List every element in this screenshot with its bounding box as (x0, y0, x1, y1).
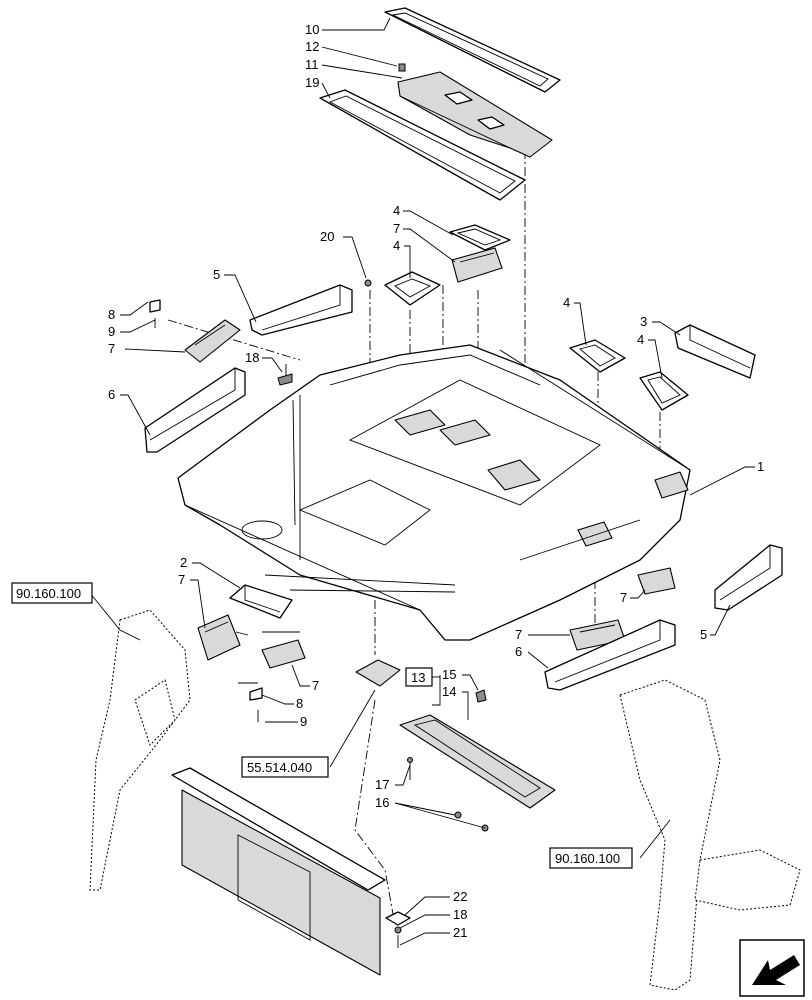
bolt-part-18b (394, 926, 402, 934)
bolt-part-18a (277, 364, 293, 386)
bolt-part-8a (149, 299, 161, 313)
panel-part-14 (399, 714, 556, 809)
callout-13-box: 13 (405, 667, 433, 687)
right-pillar-reference (619, 679, 801, 991)
callout-21: 21 (453, 925, 467, 940)
callout-9a: 9 (108, 324, 115, 339)
callout-9b: 9 (300, 714, 307, 729)
screw-part-17 (407, 757, 413, 780)
callout-16: 16 (375, 795, 389, 810)
callout-14: 14 (442, 684, 456, 699)
vent-part-7c (637, 567, 676, 595)
vent-ring-part-4a (449, 224, 511, 251)
reference-leaders (89, 592, 671, 859)
small-leaders (235, 631, 300, 684)
callout-8a: 8 (108, 307, 115, 322)
callout-6b: 6 (515, 644, 522, 659)
bolt-part-8b (249, 687, 263, 701)
nav-arrow-button[interactable] (739, 939, 805, 997)
callout-8b: 8 (296, 696, 303, 711)
callout-4d: 4 (637, 332, 644, 347)
callout-7f: 7 (515, 627, 522, 642)
headliner-part-1 (177, 344, 691, 641)
callout-4a: 4 (393, 203, 400, 218)
callout-6a: 6 (108, 387, 115, 402)
trim-part-6b (544, 619, 676, 691)
left-pillar-reference (89, 609, 191, 891)
callout-7c: 7 (178, 572, 185, 587)
callout-4b: 4 (393, 238, 400, 253)
vent-part-7b (184, 319, 241, 363)
vent-part-7e (197, 614, 241, 661)
callout-22: 22 (453, 889, 467, 904)
reference-left-label: 90.160.100 (16, 586, 81, 601)
seal-frame-part-10 (384, 7, 561, 93)
callout-15: 15 (442, 667, 456, 682)
callout-20: 20 (320, 229, 334, 244)
callout-3: 3 (640, 314, 647, 329)
trim-part-6a (144, 367, 246, 453)
gasket-part-19 (319, 89, 526, 201)
callout-5a: 5 (213, 267, 220, 282)
callout-12: 12 (305, 39, 319, 54)
callout-7a: 7 (393, 221, 400, 236)
connection-lines (264, 395, 456, 593)
reference-right[interactable]: 90.160.100 (549, 847, 633, 869)
callout-2: 2 (180, 555, 187, 570)
callout-7d: 7 (312, 678, 319, 693)
callout-11: 11 (305, 57, 319, 72)
callout-7e: 7 (620, 590, 627, 605)
vent-ring-part-4c (569, 339, 626, 373)
reference-left[interactable]: 90.160.100 (11, 582, 93, 604)
trim-part-3 (674, 324, 756, 379)
reference-bottom[interactable]: 55.514.040 (241, 756, 329, 778)
bolt-part-15 (475, 689, 487, 703)
vent-ring-part-4d (639, 371, 689, 411)
callout-18a: 18 (245, 350, 259, 365)
trim-part-5a (249, 284, 353, 336)
tray-part (355, 659, 401, 687)
vent-part-7f (261, 639, 306, 669)
callout-4c: 4 (563, 295, 570, 310)
callout-leaders (120, 17, 755, 946)
callout-7b: 7 (108, 341, 115, 356)
vent-ring-part-4b (384, 271, 441, 306)
lower-panel (171, 767, 386, 976)
callout-5b: 5 (700, 627, 707, 642)
filter-part-11 (397, 71, 553, 158)
trim-part-5b (714, 544, 783, 611)
callout-labels: 10 12 11 19 4 7 4 20 5 8 9 7 18 6 4 3 4 … (108, 22, 764, 940)
handle-part-2 (229, 584, 293, 619)
reference-bottom-label: 55.514.040 (247, 760, 312, 775)
callout-13: 13 (411, 670, 425, 685)
pin-part-20 (364, 279, 372, 287)
reference-right-label: 90.160.100 (555, 851, 620, 866)
callout-10: 10 (305, 22, 319, 37)
callout-1: 1 (757, 459, 764, 474)
callout-18b: 18 (453, 907, 467, 922)
clip-part-12 (398, 63, 406, 72)
bracket-part-22 (385, 911, 411, 926)
callout-17: 17 (375, 777, 389, 792)
vent-part-7a (451, 247, 503, 283)
callout-19: 19 (305, 75, 319, 90)
arrow-down-left-icon (752, 955, 800, 985)
